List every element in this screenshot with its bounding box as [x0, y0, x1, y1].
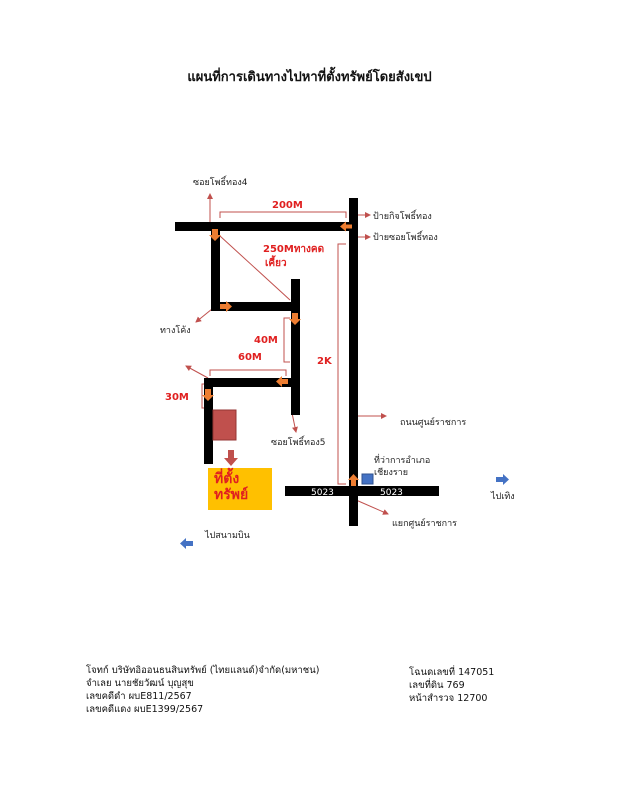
arrow-left-icon: [340, 221, 352, 232]
label-soi4: ซอยโพธิ์ทอง4: [193, 175, 248, 188]
roads: [175, 198, 439, 526]
distance-30m: 30M: [165, 392, 189, 403]
arrow-left-icon: [276, 376, 288, 387]
property-label-line1: ที่ตั้ง: [214, 471, 240, 487]
label-sign-soi: ป้ายซอยโพธิ์ทอง: [373, 230, 438, 243]
road-main-vertical: [349, 198, 358, 526]
road-5023: [285, 486, 439, 496]
distance-250m-line2: เคี้ยว: [265, 255, 287, 269]
case-defendant: จำเลย นายชัยวัฒน์ บุญสุข: [86, 678, 194, 689]
property-label: ที่ตั้ง ทรัพย์: [214, 471, 248, 503]
road-soi5-vertical: [291, 279, 300, 415]
property-label-box: [208, 468, 272, 510]
distance-200m: 200M: [272, 200, 303, 211]
arrow-down-icon: [202, 389, 214, 401]
arrow-down-icon: [289, 313, 301, 325]
road-top: [175, 222, 358, 231]
arrow-right-icon: [220, 301, 232, 312]
label-to-thoeng: ไปเทิง: [490, 491, 515, 502]
road-middle-horizontal: [211, 302, 300, 311]
road-lower-horizontal: [204, 378, 300, 387]
leader-lines: [185, 193, 389, 515]
arrow-down-icon: [209, 229, 221, 241]
label-curve: ทางโค้ง: [160, 325, 191, 336]
distance-250m-line1: 250Mทางคด: [263, 244, 324, 255]
distance-2k: 2K: [317, 356, 333, 367]
survey-page: หน้าสำรวจ 12700: [409, 693, 488, 704]
district-office-marker: [361, 473, 374, 485]
property-label-line2: ทรัพย์: [214, 487, 249, 503]
label-district-office-2: เชียงราย: [374, 467, 408, 478]
label-district-office-1: ที่ว่าการอำเภอ: [374, 453, 430, 466]
distance-40m: 40M: [254, 335, 278, 346]
arrow-right-icon: [496, 474, 509, 485]
label-center-road: ถนนศูนย์ราชการ: [400, 416, 466, 428]
case-info: โจทก์ บริษัทอิออนธนสินทรัพย์ (ไทยแลนด์)จ…: [86, 664, 319, 716]
road-label-right: 5023: [380, 488, 403, 498]
direction-arrows: [202, 221, 359, 486]
road-label-left: 5023: [311, 488, 334, 498]
case-black-number: เลขคดีดำ ผบE811/2567: [86, 691, 192, 702]
label-sign-kit: ป้ายกิจโพธิ์ทอง: [373, 209, 432, 222]
label-soi5: ซอยโพธิ์ทอง5: [271, 435, 326, 448]
road-left-lower: [204, 378, 213, 464]
label-to-airport: ไปสนามบิน: [204, 530, 250, 541]
map-title: แผนที่การเดินทางไปหาที่ตั้งทรัพย์โดยสังเ…: [187, 70, 432, 85]
property-marker: [212, 409, 237, 441]
arrow-left-icon: [180, 538, 193, 549]
road-left-upper: [211, 226, 220, 310]
land-number: เลขที่ดิน 769: [409, 680, 465, 691]
deed-number: โฉนดเลขที่ 147051: [409, 667, 495, 678]
deed-info: โฉนดเลขที่ 147051 เลขที่ดิน 769 หน้าสำรว…: [409, 666, 494, 705]
distance-60m: 60M: [238, 352, 262, 363]
case-plaintiff: โจทก์ บริษัทอิออนธนสินทรัพย์ (ไทยแลนด์)จ…: [86, 665, 320, 676]
arrow-up-icon: [348, 474, 359, 486]
label-center-junction: แยกศูนย์ราชการ: [392, 517, 457, 529]
pointer-down-icon: [224, 450, 238, 466]
case-red-number: เลขคดีแดง ผบE1399/2567: [86, 704, 204, 715]
